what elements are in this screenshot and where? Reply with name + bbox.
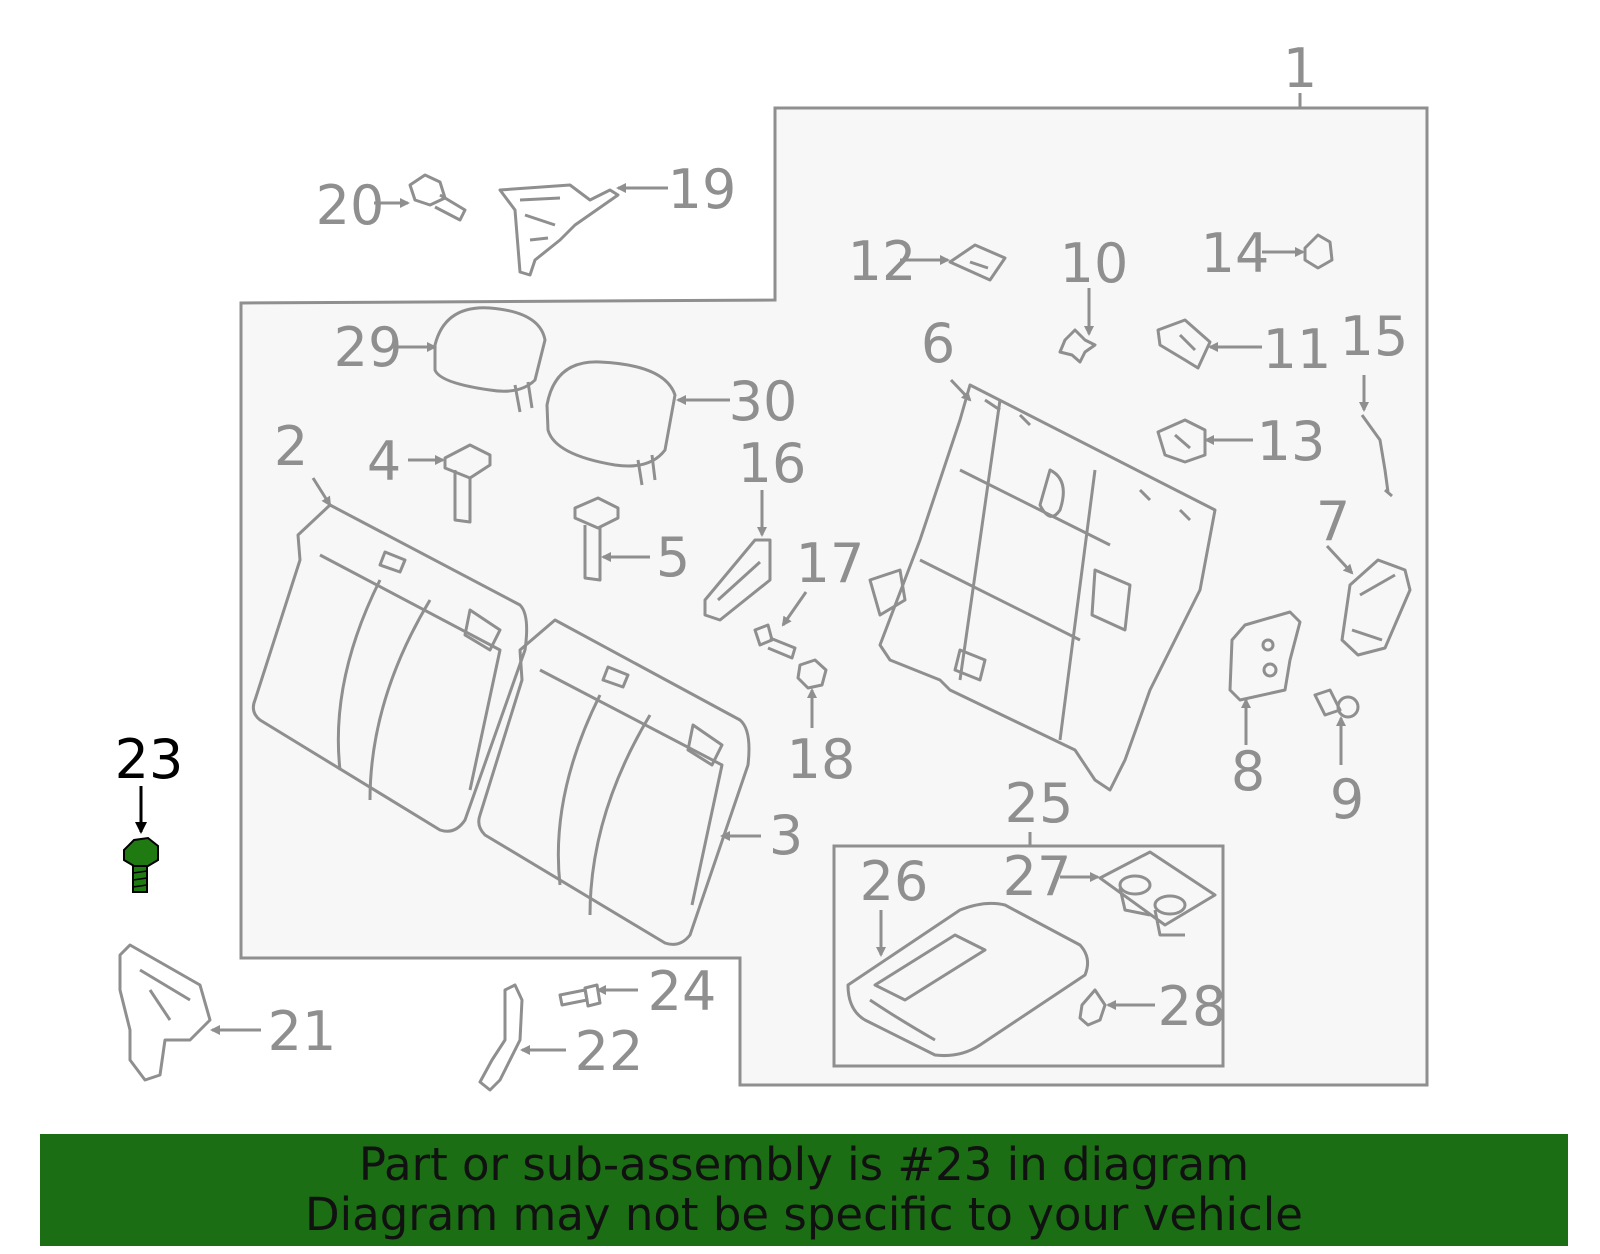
headrest-left-part xyxy=(433,306,547,413)
callout-13: 13 xyxy=(1257,410,1326,473)
callout-5: 5 xyxy=(656,526,690,589)
callout-26: 26 xyxy=(860,850,929,913)
plate-12-part xyxy=(948,243,1007,282)
bolt-9-part xyxy=(1313,688,1360,719)
callout-27: 27 xyxy=(1003,845,1072,908)
callout-1: 1 xyxy=(1283,37,1317,100)
callout-labels: 1 2 3 4 5 6 7 8 9 10 11 12 13 14 15 16 1… xyxy=(268,37,1409,1083)
seat-back-left-part xyxy=(251,503,529,833)
callout-6: 6 xyxy=(921,312,955,375)
callout-18: 18 xyxy=(787,728,856,791)
leader-arrows xyxy=(210,183,1369,1055)
callout-3: 3 xyxy=(769,804,803,867)
bolt-17-part xyxy=(753,623,797,660)
strap-22-part xyxy=(478,983,524,1092)
callout-10: 10 xyxy=(1060,232,1129,295)
callout-19: 19 xyxy=(668,158,737,221)
banner-line-part-number: Part or sub-assembly is #23 in diagram xyxy=(358,1138,1250,1191)
armrest-26-part xyxy=(846,901,1090,1057)
callout-11: 11 xyxy=(1263,318,1332,381)
callout-22: 22 xyxy=(575,1020,644,1083)
highlighted-bolt-23-part xyxy=(123,836,159,893)
release-handle-part xyxy=(1340,558,1412,657)
callout-12: 12 xyxy=(848,230,917,293)
headrest-right-part xyxy=(545,360,677,486)
armrest-subassembly-box xyxy=(832,844,1225,1068)
latch-13-part xyxy=(1156,418,1207,464)
seat-back-right-part xyxy=(477,618,751,946)
callout-20: 20 xyxy=(316,174,385,237)
callout-16: 16 xyxy=(738,432,807,495)
assembly-boundary xyxy=(239,106,1429,1087)
callout-30: 30 xyxy=(729,370,798,433)
seat-back-frame-part xyxy=(868,383,1217,792)
bolt-20-part xyxy=(408,173,467,222)
headrest-guide-right-part xyxy=(573,496,620,582)
callout-4: 4 xyxy=(367,430,401,493)
callout-14: 14 xyxy=(1201,222,1270,285)
clip-28-part xyxy=(1078,988,1107,1027)
rod-15-part xyxy=(1360,414,1393,498)
nut-18-part xyxy=(796,658,828,690)
callout-2: 2 xyxy=(274,415,308,478)
callout-17: 17 xyxy=(796,532,865,595)
banner-line-disclaimer: Diagram may not be specific to your vehi… xyxy=(305,1188,1303,1241)
callout-21: 21 xyxy=(268,1000,337,1063)
info-banner: Part or sub-assembly is #23 in diagram D… xyxy=(40,1134,1568,1246)
callout-7: 7 xyxy=(1316,490,1350,553)
grommet-14-part xyxy=(1303,233,1334,270)
hinge-21-part xyxy=(118,943,212,1082)
callout-8: 8 xyxy=(1231,740,1265,803)
screw-24-part xyxy=(558,983,602,1008)
callout-25: 25 xyxy=(1005,772,1074,835)
callout-28: 28 xyxy=(1158,975,1227,1038)
callout-29: 29 xyxy=(334,316,403,379)
latch-11-part xyxy=(1156,318,1212,370)
callout-24: 24 xyxy=(648,960,717,1023)
cup-holder-27-part xyxy=(1098,850,1217,937)
callout-15: 15 xyxy=(1340,305,1409,368)
bracket-8-part xyxy=(1228,610,1302,702)
headrest-guide-left-part xyxy=(443,443,492,524)
trim-cover-part xyxy=(703,538,772,622)
clip-10-part xyxy=(1058,328,1097,364)
bracket-19-part xyxy=(498,183,620,277)
callout-9: 9 xyxy=(1330,768,1364,831)
callout-23-highlighted: 23 xyxy=(115,728,184,791)
